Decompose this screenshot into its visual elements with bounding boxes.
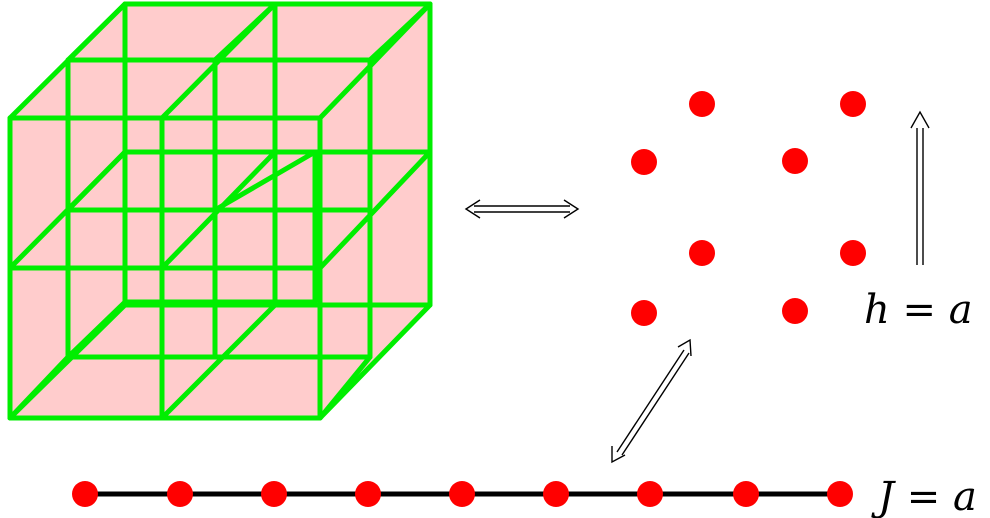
nested-cube-graphic: [7, 1, 433, 421]
up-double-arrow-icon: [910, 110, 930, 265]
cluster-dot: [840, 91, 866, 117]
j-label: J = a: [871, 474, 977, 518]
cluster-dot: [631, 300, 657, 326]
spin-chain: [72, 481, 853, 507]
chain-dot: [449, 481, 475, 507]
cube-edges: [7, 1, 433, 421]
depth-diag-7: [65, 299, 128, 360]
chain-dot: [637, 481, 663, 507]
chain-dot: [167, 481, 193, 507]
cluster-dot: [689, 91, 715, 117]
depth-diag-1: [65, 1, 128, 63]
depth-diag-10: [317, 354, 373, 421]
depth-diag-9: [7, 354, 71, 421]
depth-diag-8: [159, 302, 278, 421]
depth-diag-11: [65, 149, 128, 213]
depth-diag-12: [212, 149, 318, 213]
cluster-dot: [840, 240, 866, 266]
depth-diag-6: [317, 149, 433, 271]
diagonal-double-arrow-icon: [611, 338, 692, 464]
chain-dot: [733, 481, 759, 507]
equivalence-arrow-icon: [464, 199, 580, 219]
chain-dot: [355, 481, 381, 507]
dot-cluster: [631, 91, 866, 326]
depth-diag-3: [367, 1, 433, 63]
chain-dot: [543, 481, 569, 507]
depth-diag-13: [212, 1, 278, 63]
chain-dot: [261, 481, 287, 507]
chain-dot: [827, 481, 853, 507]
chain-dot: [72, 481, 98, 507]
cluster-dot: [631, 149, 657, 175]
cluster-dot: [689, 240, 715, 266]
cluster-dot: [782, 298, 808, 324]
h-label: h = a: [864, 287, 973, 333]
cluster-dot: [782, 148, 808, 174]
